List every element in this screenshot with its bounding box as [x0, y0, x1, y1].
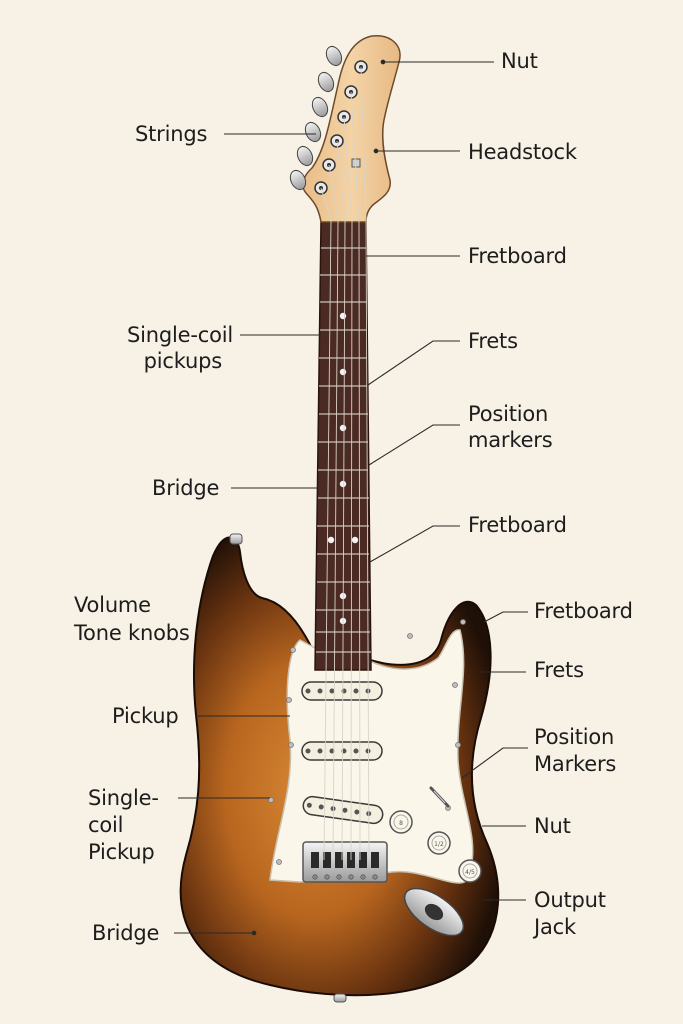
label-fretboard-1: Fretboard [468, 244, 567, 268]
label-nut-top: Nut [501, 49, 538, 73]
neck-pickup [301, 681, 383, 701]
volume-tone-knobs: 8 1/2 4/5 [389, 810, 482, 883]
label-volume-b: Tone knobs [74, 621, 190, 645]
label-headstock: Headstock [468, 140, 577, 164]
label-single-coil-2c: Pickup [88, 840, 155, 864]
label-position-2a: Position [534, 725, 615, 749]
knob-mark-3: 4/5 [465, 869, 475, 876]
label-pickup: Pickup [112, 704, 179, 728]
leader-lines [174, 59, 528, 936]
label-output-a: Output [534, 888, 606, 912]
label-fretboard-2: Fretboard [468, 513, 567, 537]
label-volume-a: Volume [74, 593, 151, 617]
knob-mark-1: 8 [399, 820, 403, 827]
middle-pickup [301, 741, 383, 761]
label-position-1a: Position [468, 402, 549, 426]
label-single-coil-1b: pickups [143, 349, 223, 373]
output-jack [403, 887, 465, 937]
pickguard-screws [268, 619, 466, 865]
label-bridge-2: Bridge [92, 921, 160, 945]
label-bridge-1: Bridge [152, 476, 220, 500]
label-fretboard-3: Fretboard [534, 599, 633, 623]
label-frets-2: Frets [534, 658, 584, 682]
label-strings: Strings [135, 122, 208, 146]
label-position-2b: Markers [534, 752, 617, 776]
label-frets-1: Frets [468, 329, 518, 353]
selector-switch [429, 786, 450, 808]
strings [320, 66, 370, 861]
strap-buttons [229, 533, 347, 1003]
label-single-coil-2b: coil [88, 813, 124, 837]
bridge-assembly [302, 841, 388, 883]
label-output-b: Jack [534, 915, 576, 939]
label-position-1b: markers [468, 428, 553, 452]
knob-mark-2: 1/2 [434, 841, 444, 848]
label-single-coil-1a: Single-coil [127, 323, 233, 347]
label-nut-bottom: Nut [534, 814, 571, 838]
label-single-coil-2a: Single- [88, 786, 159, 810]
